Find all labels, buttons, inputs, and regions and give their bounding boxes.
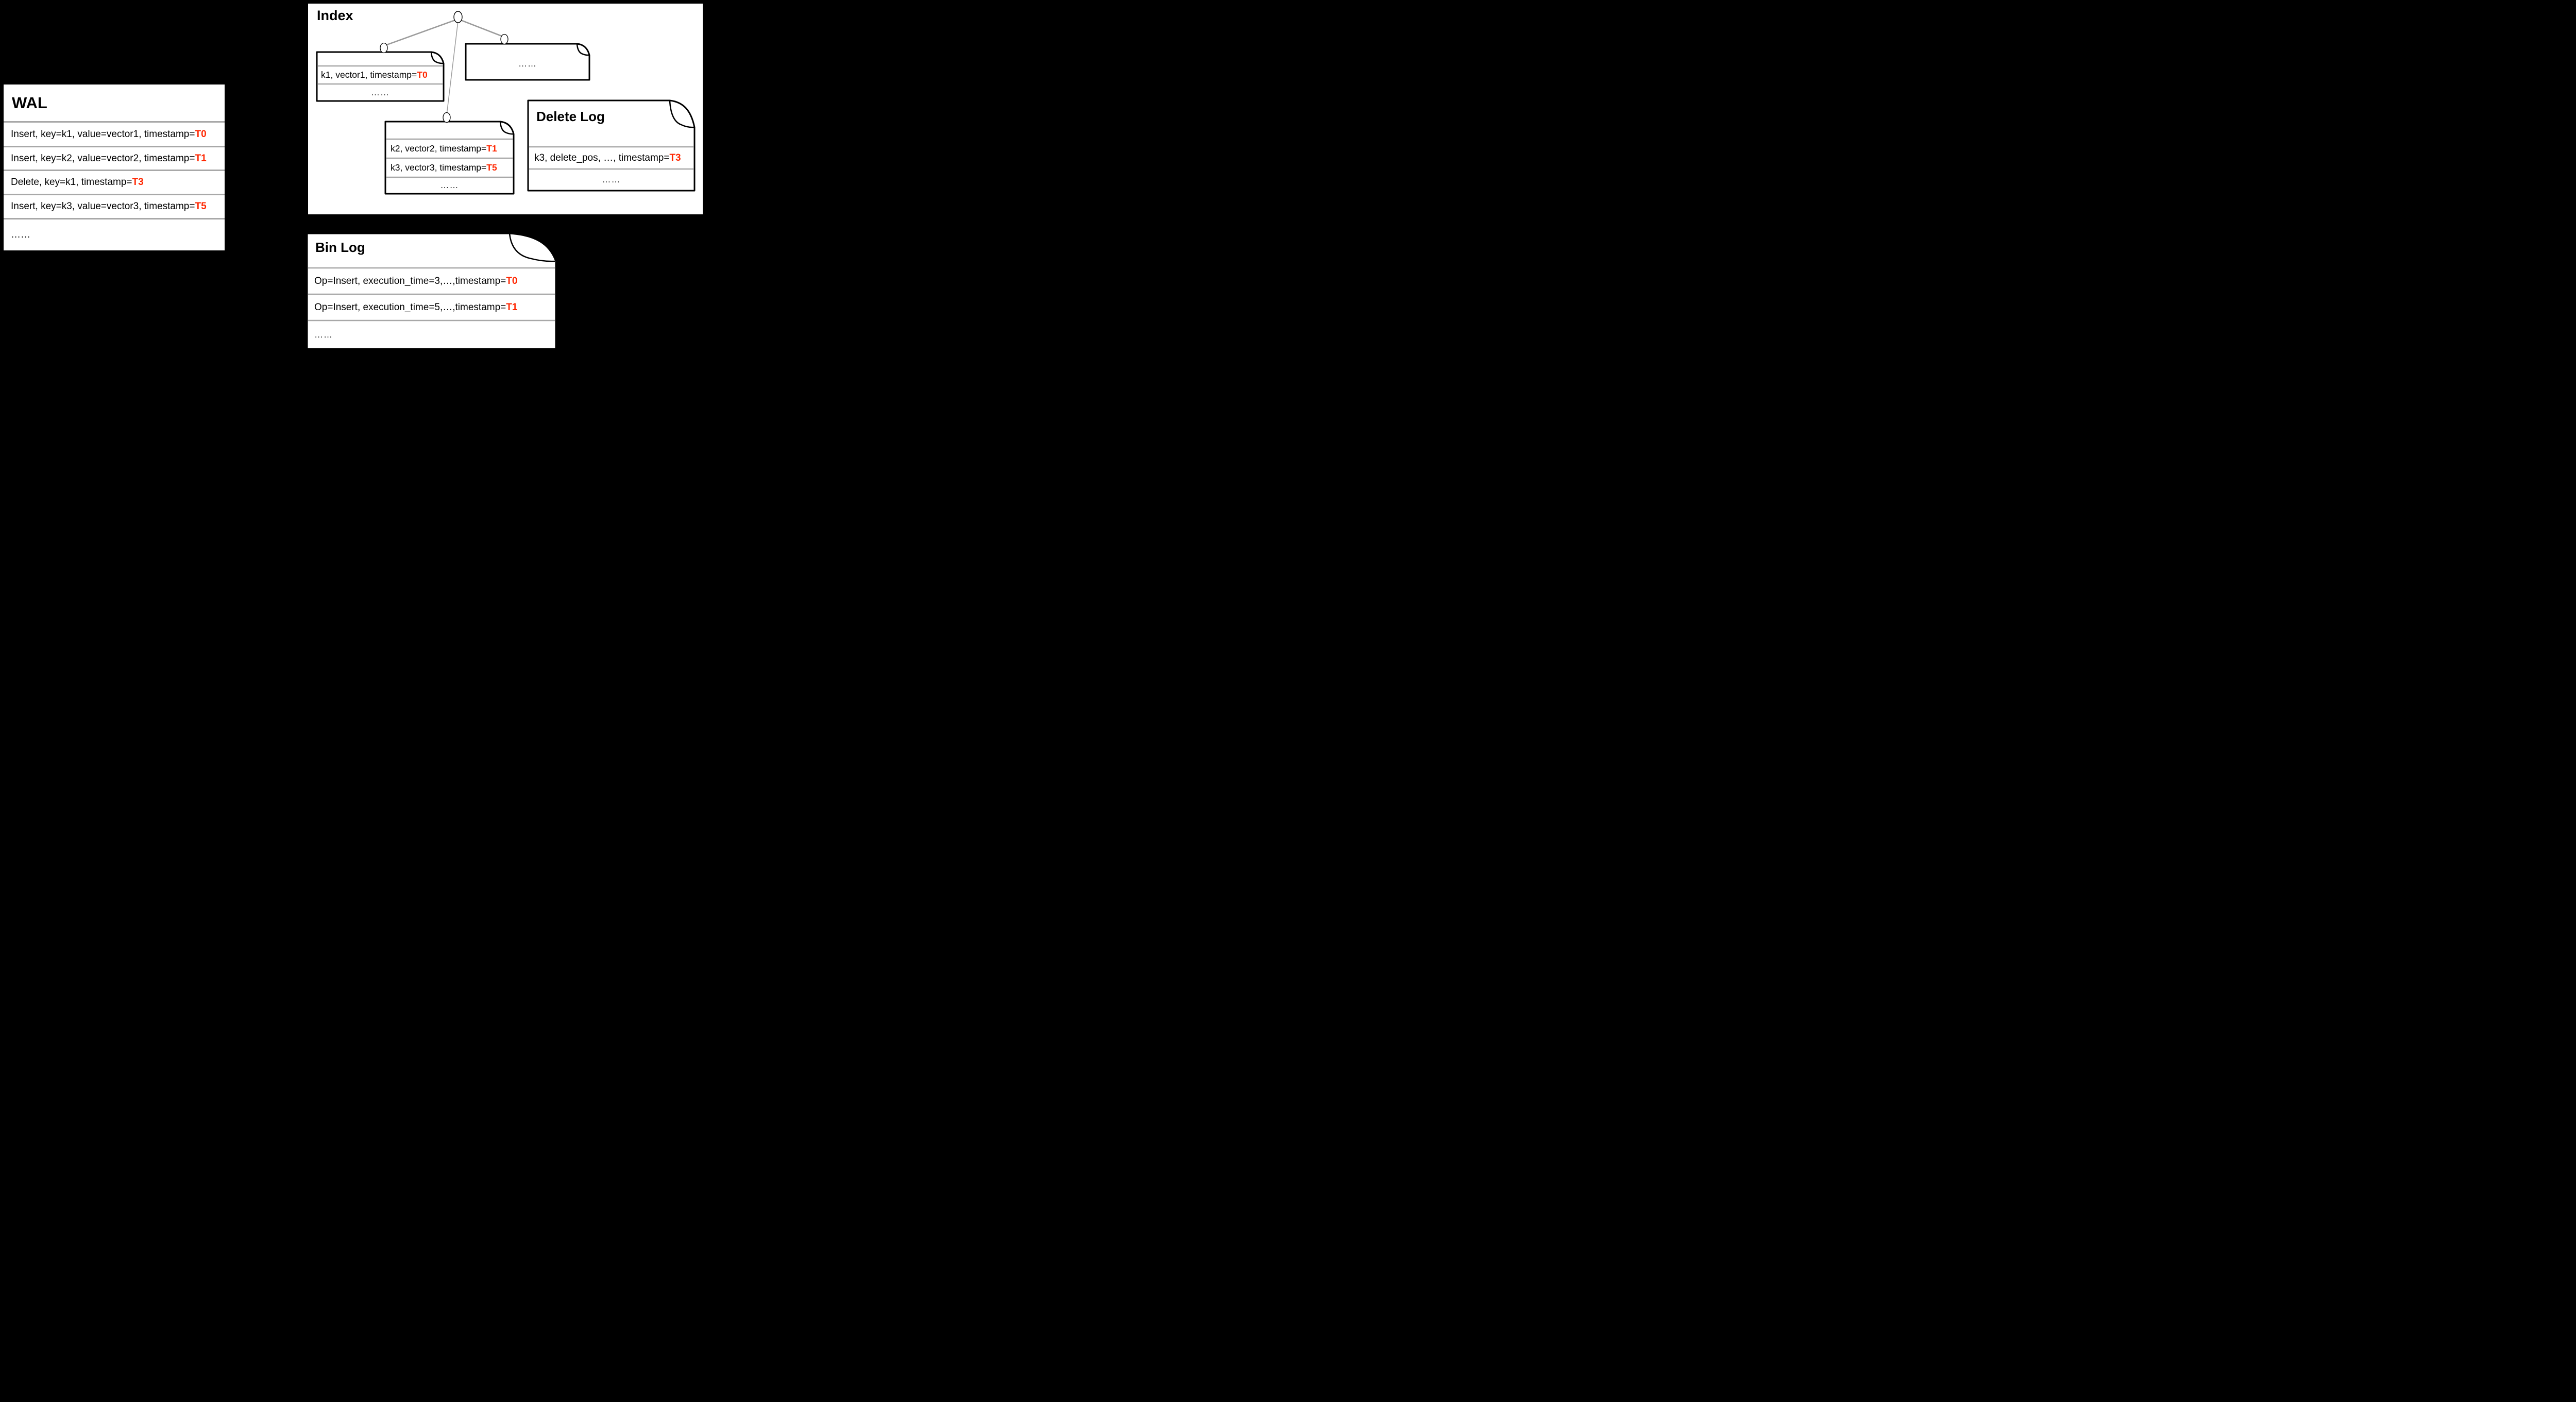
tree-edge <box>446 21 459 115</box>
wal-title: WAL <box>12 93 47 112</box>
delete-log-doc: Delete Log k3, delete_pos, …, timestamp=… <box>527 99 696 192</box>
wal-row-timestamp: T5 <box>195 201 207 212</box>
bin-log-title: Bin Log <box>315 240 365 255</box>
document-shape <box>306 232 557 350</box>
doc-row-text: k2, vector2, timestamp= <box>391 143 487 154</box>
wal-row: Insert, key=k3, value=vector3, timestamp… <box>4 194 225 218</box>
document-shape <box>465 43 590 81</box>
ellipsis-text: …… <box>602 175 621 184</box>
doc-row-ellipsis: …… <box>528 169 694 191</box>
wal-row-text: Insert, key=k1, value=vector1, timestamp… <box>11 128 195 140</box>
tree-root-node-icon <box>453 11 463 23</box>
doc-row-ellipsis: …… <box>314 320 549 349</box>
folded-corner-icon <box>576 43 589 56</box>
folded-corner-icon <box>669 100 694 128</box>
doc-row: k2, vector2, timestamp=T1 <box>391 139 509 158</box>
tree-edge <box>383 18 459 47</box>
ellipsis-text: …… <box>518 59 537 69</box>
doc-row: k3, vector3, timestamp=T5 <box>391 158 509 177</box>
ellipsis-text: …… <box>314 329 333 340</box>
folded-corner-icon <box>430 52 444 64</box>
doc-row-timestamp: T5 <box>486 162 497 173</box>
vector-db-storage-diagram: WAL Insert, key=k1, value=vector1, times… <box>0 0 704 350</box>
wal-row-timestamp: T3 <box>132 177 144 188</box>
document-shape <box>527 99 696 192</box>
document-outline <box>527 99 696 192</box>
wal-row-text: Delete, key=k1, timestamp= <box>11 177 132 188</box>
tree-edge <box>457 18 505 38</box>
doc-row-timestamp: T0 <box>417 70 428 80</box>
wal-row: Insert, key=k1, value=vector1, timestamp… <box>4 121 225 146</box>
doc-row: k3, delete_pos, …, timestamp=T3 <box>534 147 689 169</box>
wal-row-text: Insert, key=k3, value=vector3, timestamp… <box>11 201 195 212</box>
index-doc-node-ellipsis: …… <box>465 43 590 81</box>
doc-row-ellipsis: …… <box>317 84 444 101</box>
wal-row-timestamp: T1 <box>195 153 207 164</box>
doc-row-timestamp: T1 <box>486 143 497 154</box>
doc-row: k1, vector1, timestamp=T0 <box>321 66 440 84</box>
doc-row-text: k3, delete_pos, …, timestamp= <box>534 152 670 163</box>
index-doc-node-k1: k1, vector1, timestamp=T0 …… <box>316 51 445 102</box>
wal-row: Delete, key=k1, timestamp=T3 <box>4 170 225 194</box>
doc-row-ellipsis: …… <box>466 51 589 77</box>
document-shape <box>384 121 515 195</box>
doc-row-text: Op=Insert, execution_time=5,…,timestamp= <box>314 301 506 313</box>
folded-corner-icon <box>499 121 514 135</box>
ellipsis-text: …… <box>371 87 389 97</box>
wal-row-ellipsis: …… <box>4 218 225 250</box>
doc-row-timestamp: T1 <box>506 301 518 313</box>
delete-log-title: Delete Log <box>536 109 605 124</box>
doc-row: Op=Insert, execution_time=3,…,timestamp=… <box>314 268 549 294</box>
doc-row-ellipsis: …… <box>385 177 514 194</box>
doc-row-text: Op=Insert, execution_time=3,…,timestamp= <box>314 275 506 286</box>
doc-row-timestamp: T3 <box>669 152 681 163</box>
wal-row-text: Insert, key=k2, value=vector2, timestamp… <box>11 153 195 164</box>
wal-row: Insert, key=k2, value=vector2, timestamp… <box>4 146 225 170</box>
doc-row: Op=Insert, execution_time=5,…,timestamp=… <box>314 294 549 320</box>
document-outline <box>465 43 590 81</box>
doc-row-timestamp: T0 <box>506 275 518 286</box>
index-doc-node-k2k3: k2, vector2, timestamp=T1 k3, vector3, t… <box>384 121 515 195</box>
document-shape <box>316 51 445 102</box>
document-outline <box>316 51 445 102</box>
wal-box: WAL Insert, key=k1, value=vector1, times… <box>4 85 225 250</box>
ellipsis-text: …… <box>11 229 30 240</box>
doc-row-text: k3, vector3, timestamp= <box>391 162 487 173</box>
bin-log-doc: Bin Log Op=Insert, execution_time=3,…,ti… <box>306 232 557 350</box>
ellipsis-text: …… <box>440 180 459 190</box>
doc-row-text: k1, vector1, timestamp= <box>321 70 417 80</box>
wal-row-timestamp: T0 <box>195 128 207 140</box>
folded-corner-icon <box>509 233 555 262</box>
index-title: Index <box>317 8 353 23</box>
